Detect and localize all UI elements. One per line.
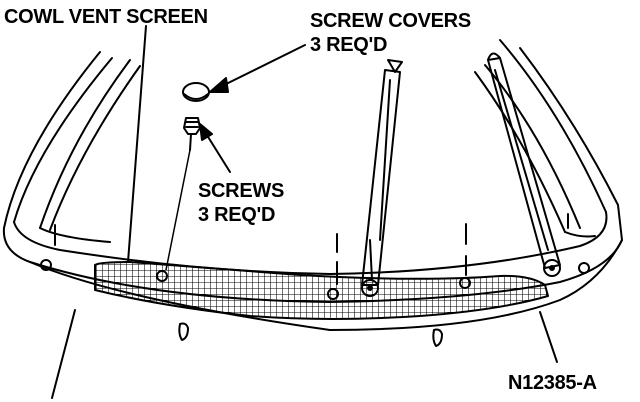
label-screw-covers: SCREW COVERS bbox=[310, 10, 471, 32]
screw-cover-part bbox=[182, 82, 210, 102]
cowl-screw-holes bbox=[40, 259, 590, 300]
right-wiper-arm bbox=[487, 52, 561, 277]
left-wiper-arm bbox=[361, 59, 403, 297]
cowl-clips bbox=[178, 322, 443, 347]
windshield-right-pillar bbox=[474, 39, 619, 233]
alignment-lines bbox=[54, 213, 569, 285]
figure-id: N12385-A bbox=[508, 372, 597, 394]
label-screw-covers-qty: 3 REQ'D bbox=[310, 34, 388, 56]
label-screws: SCREWS bbox=[198, 180, 284, 202]
label-screws-qty: 3 REQ'D bbox=[198, 204, 276, 226]
label-cowl-vent-screen: COWL VENT SCREEN bbox=[4, 6, 208, 28]
windshield-left-pillar bbox=[3, 51, 141, 231]
screw-part bbox=[165, 117, 201, 271]
vent-screen-mesh bbox=[94, 261, 549, 320]
leader-lines bbox=[51, 25, 558, 399]
